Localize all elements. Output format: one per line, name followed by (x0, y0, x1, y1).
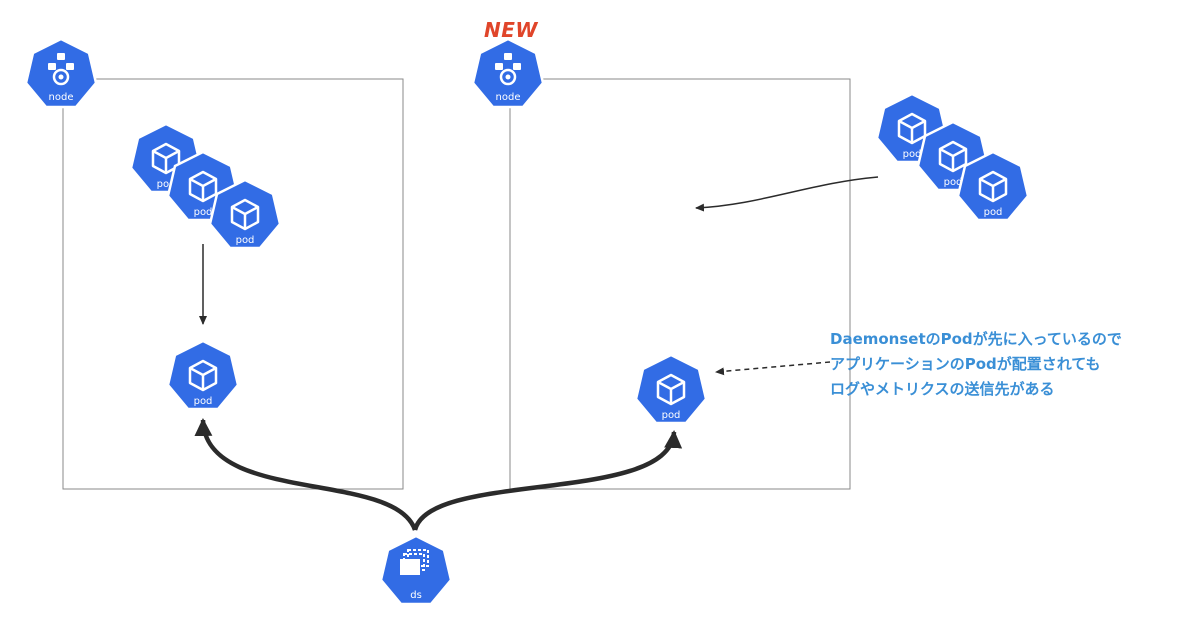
pod-label: pod (903, 149, 922, 160)
annotation-line: アプリケーションのPodが配置されても (830, 355, 1101, 373)
pod-icon: pod (208, 178, 282, 250)
new-badge: NEW (484, 18, 538, 42)
node-icon-existing: node (24, 37, 98, 109)
daemonset-pod-icon-new: pod (634, 353, 708, 425)
pod-label: pod (194, 207, 213, 218)
daemonset-icon: ds (379, 534, 453, 606)
ds-label: ds (410, 590, 422, 601)
node-label: node (49, 92, 74, 103)
ds-to-left-pod-arrow (194, 418, 418, 531)
pod-schedule-arrow-right (695, 176, 879, 212)
node-box-existing (62, 78, 404, 490)
node-label: node (496, 92, 521, 103)
pod-label: pod (157, 179, 176, 190)
pod-label: pod (236, 235, 255, 246)
pod-label: pod (984, 207, 1003, 218)
annotation-line: ログやメトリクスの送信先がある (830, 380, 1055, 398)
node-box-new (509, 78, 851, 490)
note-pointer-arrow (715, 361, 831, 376)
annotation-note: DaemonsetのPodが先に入っているので アプリケーションのPodが配置さ… (830, 327, 1122, 402)
daemonset-pod-icon-existing: pod (166, 339, 240, 411)
annotation-line: DaemonsetのPodが先に入っているので (830, 330, 1122, 348)
pod-label: pod (662, 410, 681, 421)
ds-to-right-pod-arrow (412, 430, 683, 531)
node-icon-new: node (471, 37, 545, 109)
pod-icon: pod (956, 150, 1030, 222)
pod-label: pod (194, 396, 213, 407)
pod-label: pod (944, 177, 963, 188)
